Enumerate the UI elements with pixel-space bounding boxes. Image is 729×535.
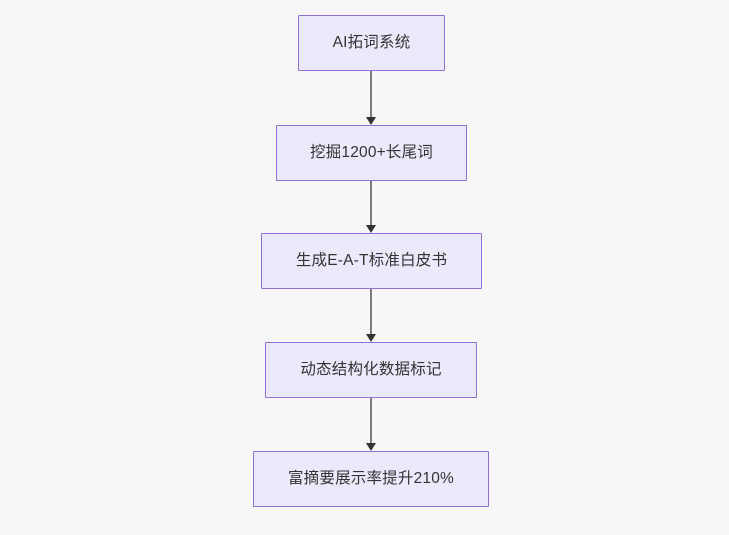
flow-node-generate-eat-whitepaper[interactable]: 生成E-A-T标准白皮书 — [261, 233, 482, 289]
arrowhead-icon — [366, 225, 376, 233]
flow-node-label: 挖掘1200+长尾词 — [309, 143, 434, 161]
flow-node-label: AI拓词系统 — [332, 33, 411, 51]
arrowhead-icon — [366, 117, 376, 125]
flow-node-label: 富摘要展示率提升210% — [287, 469, 455, 487]
arrowhead-icon — [366, 443, 376, 451]
edge-line — [370, 398, 372, 444]
edge-line — [370, 71, 372, 118]
flow-node-mine-longtail-keywords[interactable]: 挖掘1200+长尾词 — [276, 125, 467, 181]
flow-node-ai-keyword-system[interactable]: AI拓词系统 — [298, 15, 445, 71]
arrowhead-icon — [366, 334, 376, 342]
edge-line — [370, 289, 372, 335]
flow-node-label: 动态结构化数据标记 — [300, 360, 442, 378]
flow-node-rich-snippet-uplift[interactable]: 富摘要展示率提升210% — [253, 451, 489, 507]
edge-line — [370, 181, 372, 226]
flow-node-label: 生成E-A-T标准白皮书 — [295, 251, 448, 269]
flow-node-dynamic-structured-data[interactable]: 动态结构化数据标记 — [265, 342, 477, 398]
